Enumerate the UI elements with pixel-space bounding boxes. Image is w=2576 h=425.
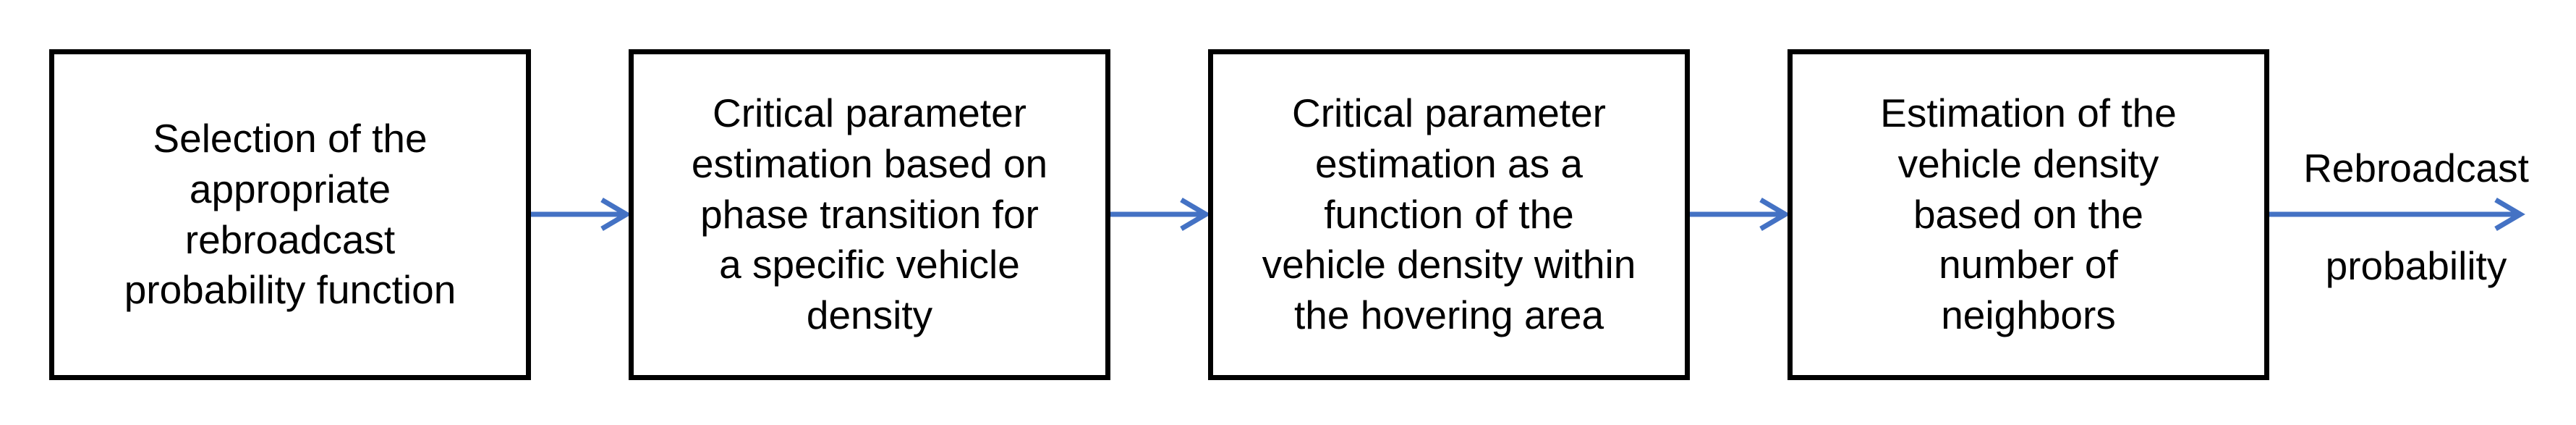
step-1-box: Selection of the appropriate rebroadcast… <box>49 49 531 380</box>
step-3-label: Critical parameter estimation as a funct… <box>1262 90 1636 338</box>
output-label-line-1: Rebroadcast <box>2303 146 2529 190</box>
step-1-label: Selection of the appropriate rebroadcast… <box>124 115 456 313</box>
arrow-step2-to-step3 <box>1110 197 1211 232</box>
output-label-line-2: probability <box>2325 243 2507 288</box>
arrow-step3-to-step4 <box>1690 197 1790 232</box>
step-2-label: Critical parameter estimation based on p… <box>691 90 1048 338</box>
step-4-box: Estimation of the vehicle density based … <box>1788 49 2269 380</box>
step-4-label: Estimation of the vehicle density based … <box>1880 90 2177 338</box>
arrow-step1-to-step2 <box>531 197 632 232</box>
step-3-box: Critical parameter estimation as a funct… <box>1208 49 1690 380</box>
step-2-box: Critical parameter estimation based on p… <box>629 49 1110 380</box>
arrow-step4-to-output <box>2269 197 2525 232</box>
